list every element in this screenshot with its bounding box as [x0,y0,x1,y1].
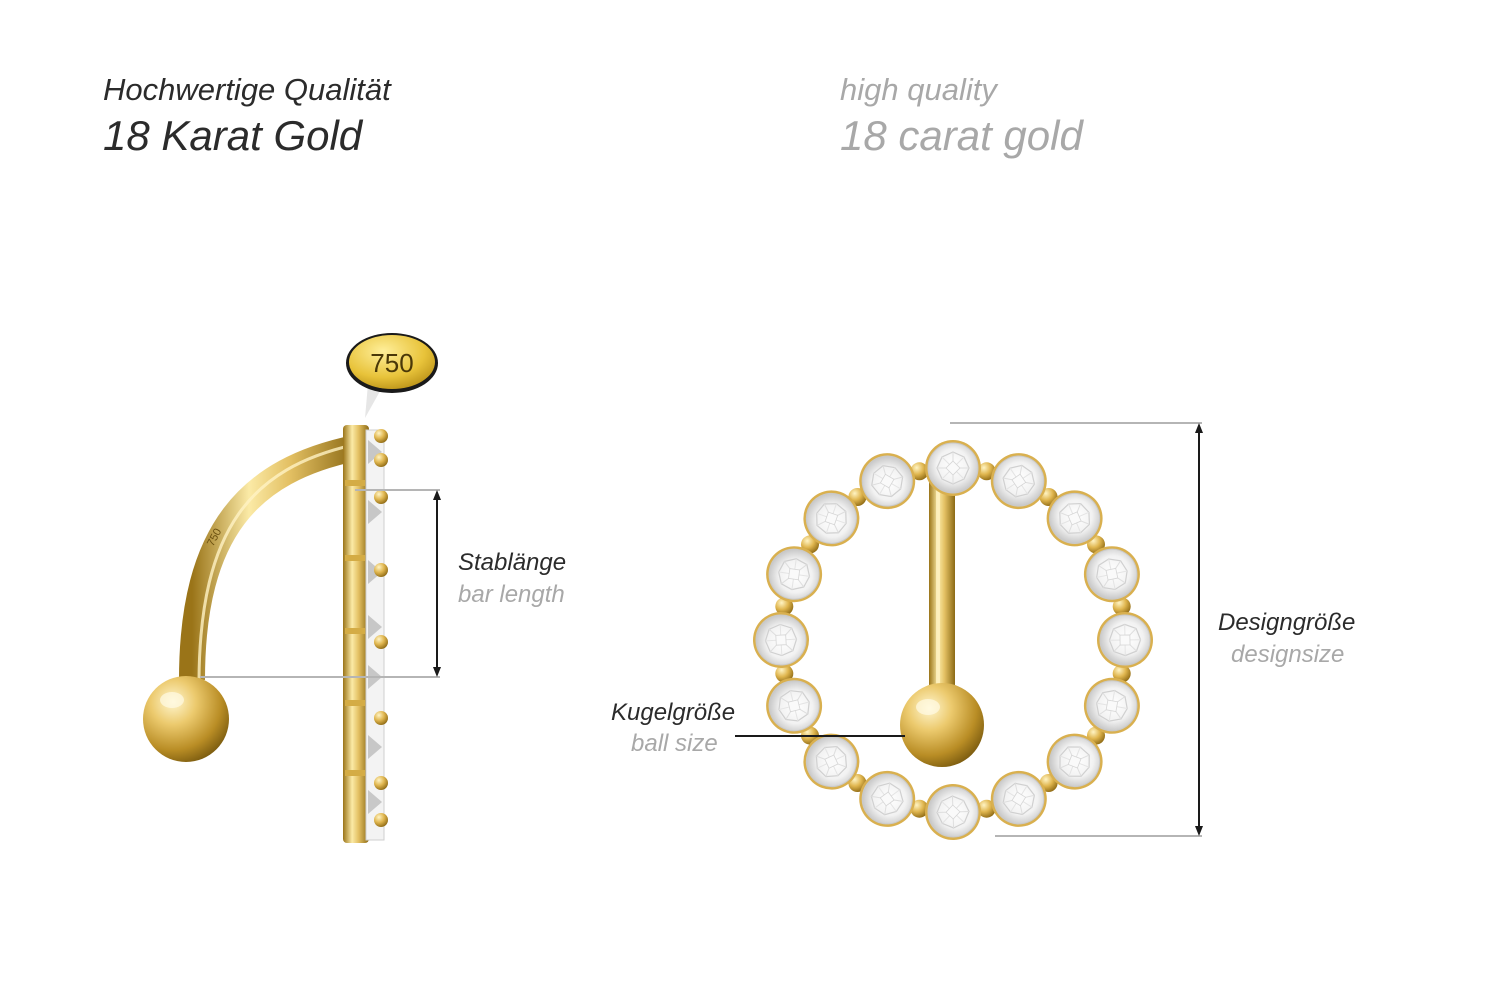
material-heading-de: 18 Karat Gold [103,112,363,159]
gold-bead [1112,664,1131,683]
curved-bar [179,435,358,681]
design-size-label-en: designsize [1231,641,1345,668]
gemstone [854,766,920,832]
stamp-value: 750 [370,348,413,378]
ball-end-front [900,683,984,767]
gold-bead [775,597,794,616]
front-view [735,422,1203,842]
gemstone [754,534,834,615]
gemstone [1084,599,1166,681]
dimension-guides [950,422,1203,837]
gold-bead [1112,597,1131,616]
gem-strip [343,425,388,843]
quality-heading-en: high quality [840,72,997,107]
gemstone [755,666,834,745]
side-view: 750 750 [143,333,441,843]
stamp-badge: 750 [346,333,438,418]
bar-length-dimension [200,489,441,678]
gemstone [1072,666,1152,746]
design-size-label-de: Designgröße [1218,609,1356,636]
gold-bead [977,462,996,481]
gold-bead [910,462,929,481]
ball-size-label-en: ball size [631,730,718,757]
gemstone [924,439,982,497]
straight-bar [929,470,955,710]
gemstone [984,764,1053,834]
gemstone [740,599,822,681]
ball-size-label-de: Kugelgröße [611,699,736,726]
gold-bead [910,799,929,818]
ball-end-side [143,676,229,762]
gemstone [923,782,983,842]
gemstone [985,447,1053,515]
bar-length-label-en: bar length [458,581,565,608]
material-heading-en: 18 carat gold [840,112,1083,159]
gold-bead [977,799,996,818]
gold-bead [775,664,794,683]
gemstone [852,446,923,516]
gem-ring [740,439,1166,842]
bar-length-label-de: Stablänge [458,549,567,576]
gemstone [1072,534,1152,614]
quality-heading-de: Hochwertige Qualität [103,72,391,107]
